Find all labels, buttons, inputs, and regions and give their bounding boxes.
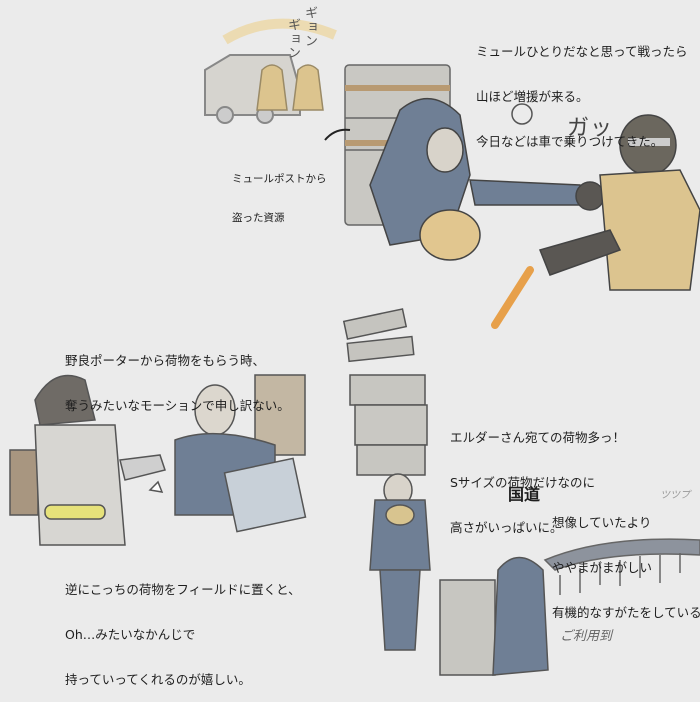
mule-truck-sketch: [204, 54, 301, 124]
caption-line: ミュールひとりだなと思って戦ったら: [476, 44, 688, 59]
porter-with-case-sketch: [148, 374, 307, 533]
sfx-truck-1: ギョン: [302, 6, 317, 48]
sfx-truck-2: ギョン: [285, 18, 300, 60]
caption-line: Sサイズの荷物だけなのに: [450, 475, 596, 490]
porter-sitting-sketch: [439, 556, 549, 676]
mule-being-punched-sketch: [491, 114, 700, 329]
caption-line: エルダーさん宛ての荷物多っ！: [450, 430, 626, 445]
caption-national-road: 想像していたより ややまがまがしい 有機的なすがたをしている。: [552, 485, 700, 635]
mule-figures-sketch: [222, 18, 337, 111]
sketch-artwork: [9, 18, 700, 676]
white-mule-sketch: [9, 374, 166, 546]
porter-tall-stack-sketch: [342, 308, 431, 651]
caption-line: 逆にこっちの荷物をフィールドに置くと、: [65, 582, 301, 597]
porter-punching-sketch: [369, 97, 605, 261]
sfx-punch: ガッ: [567, 116, 614, 141]
caption-elder-cargo: エルダーさん宛ての荷物多っ！ Sサイズの荷物だけなのに 高さがいっぱいに。: [450, 400, 625, 550]
caption-line: 持っていってくれるのが嬉しい。: [65, 672, 251, 687]
caption-line: 有機的なすがたをしている。: [552, 605, 700, 620]
caption-national-road-title: 国道: [508, 485, 541, 504]
artist-signature: ご利用到: [560, 629, 613, 644]
national-road-sketch: [543, 538, 700, 595]
caption-wild-porter: 野良ポーターから荷物をもらう時、 奪うみたいなモーションで申し訳ない。: [65, 323, 290, 428]
caption-line: 想像していたより: [552, 515, 652, 530]
road-scribble: ツツプ: [660, 490, 690, 501]
caption-line: 野良ポーターから荷物をもらう時、: [65, 353, 266, 368]
caption-line: ややまがまがしい: [552, 560, 653, 575]
caption-line: 盗った資源: [232, 212, 285, 224]
caption-line: 高さがいっぱいに。: [450, 520, 563, 535]
caption-line: Oh…みたいなかんじで: [65, 627, 196, 642]
caption-line: 奪うみたいなモーションで申し訳ない。: [65, 398, 290, 413]
arrow-icon: [324, 128, 351, 141]
caption-field-drop: 逆にこっちの荷物をフィールドに置くと、 Oh…みたいなかんじで 持っていってくれ…: [65, 552, 301, 702]
caption-line: ミュールポストから: [232, 173, 327, 185]
caption-mule-ambush: ミュールひとりだなと思って戦ったら 山ほど増援が来る。 今日などは車で乗りつけて…: [476, 14, 688, 164]
caption-line: 山ほど増援が来る。: [476, 89, 589, 104]
caption-line: 今日などは車で乗りつけてきた。: [476, 134, 664, 149]
caption-stolen-resources: ミュールポストから 盗った資源: [232, 147, 327, 238]
